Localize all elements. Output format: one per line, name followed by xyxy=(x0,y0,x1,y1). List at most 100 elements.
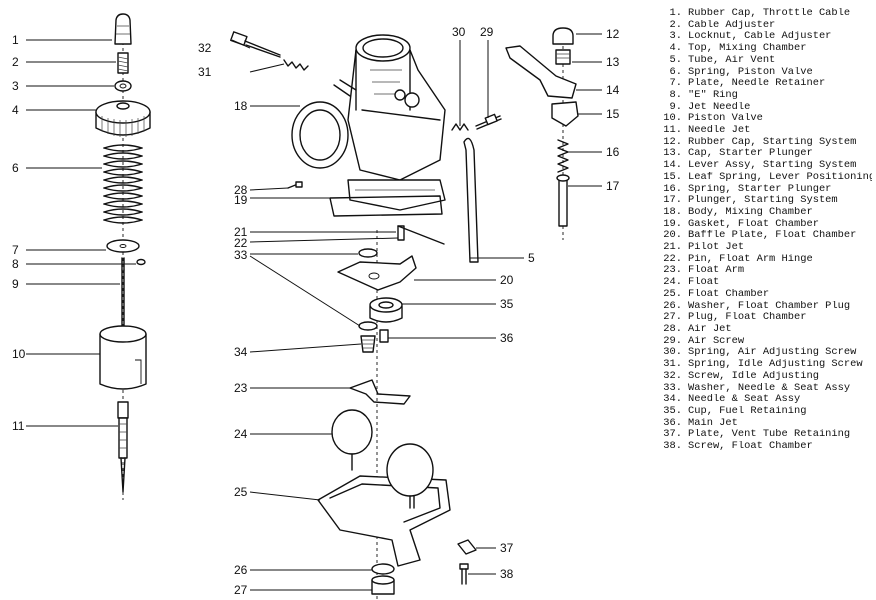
callout-1: 1 xyxy=(12,33,19,47)
part-25-float-chamber xyxy=(317,443,451,567)
legend-text: Plate, Needle Retainer xyxy=(688,78,826,90)
part-18-body-mixing-chamber xyxy=(291,34,446,211)
legend-item: 4.Top, Mixing Chamber xyxy=(660,43,872,55)
callout-11: 11 xyxy=(12,419,25,433)
part-17-starter-plunger xyxy=(556,174,570,227)
legend-text: Needle & Seat Assy xyxy=(688,394,801,406)
part-23-float-arm xyxy=(349,379,411,405)
legend-item: 17. Plunger, Starting System xyxy=(660,195,872,207)
legend-number: 19. xyxy=(663,218,682,230)
part-28-air-jet xyxy=(287,181,303,189)
legend-number: 23. xyxy=(663,265,682,277)
part-12-rubber-cap-starter xyxy=(552,27,574,45)
legend-text: Pilot Jet xyxy=(688,242,745,254)
legend-number: 13. xyxy=(663,148,682,160)
legend-number: 15. xyxy=(663,171,682,183)
legend-number: 1. xyxy=(669,8,682,19)
part-10-piston-valve xyxy=(99,325,147,390)
part-26-washer-plug xyxy=(371,563,395,575)
legend-number: 14. xyxy=(663,160,682,172)
callout-35: 35 xyxy=(500,297,514,311)
legend-item: 6.Spring, Piston Valve xyxy=(660,67,872,79)
legend-item: 25.Float Chamber xyxy=(660,289,872,301)
part-4-top-mixing-chamber xyxy=(95,100,151,137)
legend-item: 14.Lever Assy, Starting System xyxy=(660,160,872,172)
callout-38: 38 xyxy=(500,567,514,581)
legend-text: Cap, Starter Plunger xyxy=(688,148,813,160)
legend-item: 26.Washer, Float Chamber Plug xyxy=(660,301,872,313)
legend-number: 6. xyxy=(669,66,682,78)
legend-number: 4. xyxy=(669,43,682,55)
legend-number: 16. xyxy=(663,183,682,195)
part-20-baffle-plate xyxy=(337,255,417,291)
part-24-float xyxy=(331,409,373,471)
part-34-needle-seat xyxy=(360,335,376,353)
legend-number: 26. xyxy=(663,300,682,312)
legend-number: 25. xyxy=(663,288,682,300)
legend-number: 30. xyxy=(663,347,682,359)
callout-23: 23 xyxy=(234,381,248,395)
callout-9: 9 xyxy=(12,277,19,291)
legend-number: 10. xyxy=(663,113,682,125)
callout-32: 32 xyxy=(198,41,212,55)
part-35-fuel-retaining-cup xyxy=(369,297,403,323)
part-31-idle-spring xyxy=(283,59,309,71)
part-11-needle-jet xyxy=(117,401,129,493)
legend-text: Plug, Float Chamber xyxy=(688,312,807,324)
legend-text: Air Screw xyxy=(688,335,745,347)
callout-4: 4 xyxy=(12,103,19,117)
legend-number: 2. xyxy=(669,19,682,31)
legend-item: 1. Rubber Cap, Throttle Cable xyxy=(660,8,872,20)
legend-text: Washer, Needle & Seat Assy xyxy=(688,382,851,394)
part-33-washer xyxy=(358,248,378,331)
callout-22: 22 xyxy=(234,236,248,250)
legend-number: 37. xyxy=(663,429,682,441)
callout-31: 31 xyxy=(198,65,212,79)
legend-item: 34.Needle & Seat Assy xyxy=(660,394,872,406)
callout-21: 21 xyxy=(234,225,248,239)
callout-5: 5 xyxy=(528,251,535,265)
legend-text: Locknut, Cable Adjuster xyxy=(688,31,832,43)
legend-item: 20.Baffle Plate, Float Chamber xyxy=(660,230,872,242)
callout-18: 18 xyxy=(234,99,248,113)
callout-15: 15 xyxy=(606,107,620,121)
legend-text: Gasket, Float Chamber xyxy=(688,218,819,230)
callout-20: 20 xyxy=(500,273,514,287)
legend-number: 31. xyxy=(663,359,682,371)
legend-text: Spring, Air Adjusting Screw xyxy=(688,347,857,359)
legend-item: 13. Cap, Starter Plunger xyxy=(660,148,872,160)
legend-number: 3. xyxy=(669,31,682,43)
legend-number: 29. xyxy=(663,335,682,347)
callout-36: 36 xyxy=(500,331,514,345)
legend-text: Leaf Spring, Lever Positioning xyxy=(688,171,872,183)
part-3-locknut xyxy=(114,80,132,92)
part-7-needle-retainer-plate xyxy=(106,239,140,253)
legend-text: Plunger, Starting System xyxy=(688,195,838,207)
callout-24: 24 xyxy=(234,427,248,441)
callout-17: 17 xyxy=(606,179,620,193)
callout-12: 12 xyxy=(606,27,620,41)
part-15-leaf-spring xyxy=(551,101,579,127)
legend-number: 35. xyxy=(663,405,682,417)
legend-text: Float Arm xyxy=(688,265,745,277)
legend-text: Air Jet xyxy=(688,323,732,335)
legend-item: 12.Rubber Cap, Starting System xyxy=(660,137,872,149)
legend-text: Rubber Cap, Throttle Cable xyxy=(688,8,851,19)
legend-text: Spring, Idle Adjusting Screw xyxy=(688,359,863,371)
legend-number: 38. xyxy=(663,441,682,453)
callout-33: 33 xyxy=(234,248,248,262)
legend-item: 11.Needle Jet xyxy=(660,125,872,137)
legend-number: 17. xyxy=(663,195,682,207)
legend-number: 33. xyxy=(663,382,682,394)
callout-34: 34 xyxy=(234,345,248,359)
legend-text: Body, Mixing Chamber xyxy=(688,206,813,218)
legend-text: Spring, Starter Plunger xyxy=(688,183,832,195)
legend-text: Needle Jet xyxy=(688,125,751,137)
part-27-plug xyxy=(371,575,395,595)
callout-2: 2 xyxy=(12,55,19,69)
legend-number: 5. xyxy=(669,54,682,66)
legend-item: 33. Washer, Needle & Seat Assy xyxy=(660,383,872,395)
legend-item: 28.Air Jet xyxy=(660,324,872,336)
